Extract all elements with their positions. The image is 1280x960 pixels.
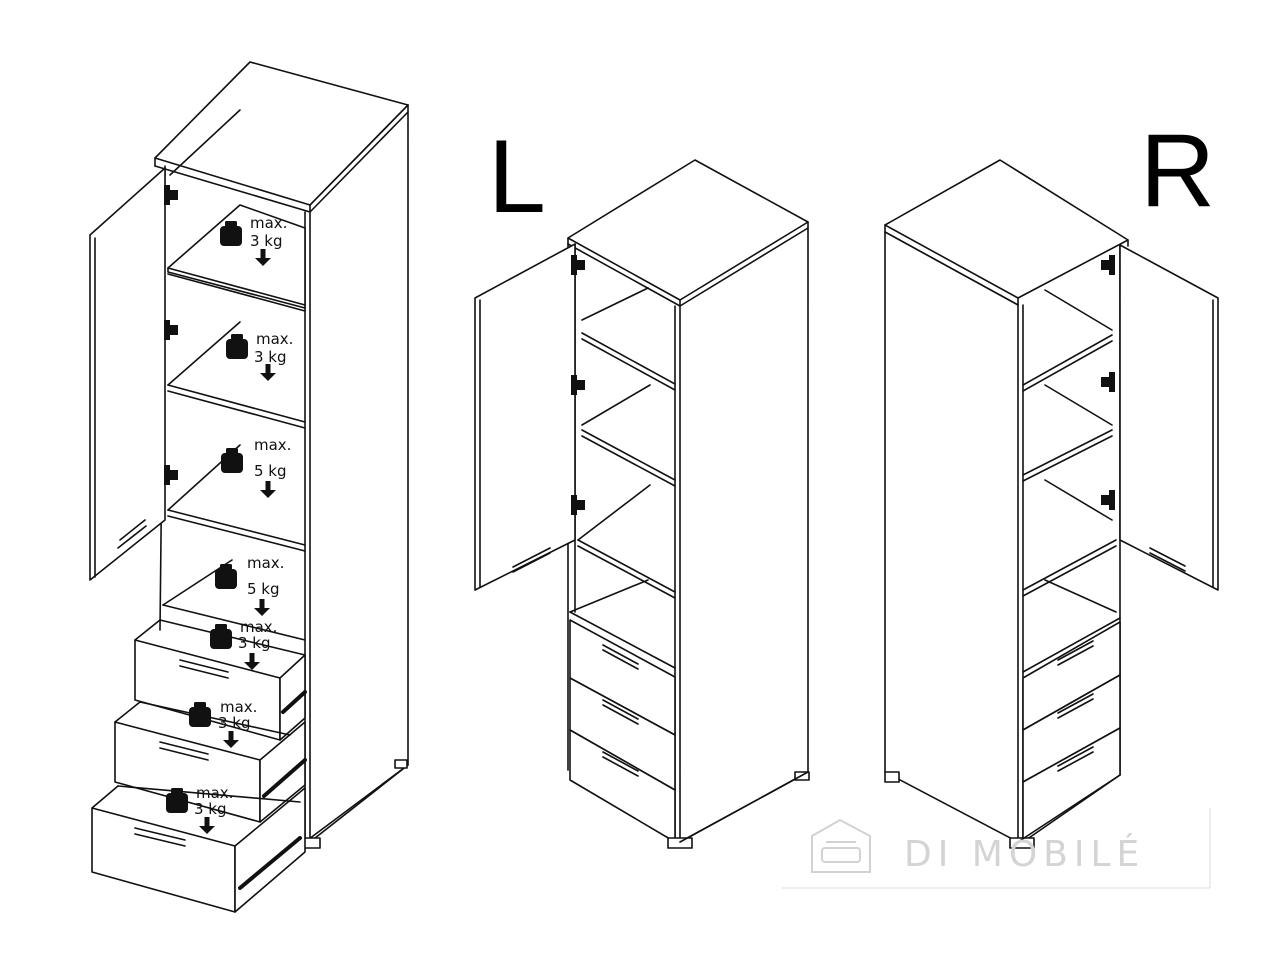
shelf-4-weight: 5 kg — [247, 580, 280, 598]
shelf-4-max: max. — [247, 554, 284, 572]
cabinet-open-detailed — [89, 61, 409, 913]
variant-label-left: L — [488, 119, 546, 235]
drawer-3-weight: 3 kg — [194, 800, 227, 818]
shelf-1-max: max. — [250, 214, 287, 232]
drawer-2-weight: 3 kg — [218, 714, 251, 732]
drawer-3-max: max. — [196, 784, 233, 802]
drawer-2-max: max. — [220, 698, 257, 716]
shelf-1-weight: 3 kg — [250, 232, 283, 250]
shelf-3-weight: 5 kg — [254, 462, 287, 480]
cabinet-right-hinged — [884, 159, 1219, 849]
shelf-2-weight: 3 kg — [254, 348, 287, 366]
cabinet-left-hinged — [474, 159, 810, 849]
shelf-2-max: max. — [256, 330, 293, 348]
variant-label-right: R — [1140, 113, 1215, 229]
shelf-3-max: max. — [254, 436, 291, 454]
load-labels: max. 3 kg max. 3 kg max. 5 kg max. 5 kg … — [194, 214, 293, 818]
watermark: DI MOBILÉ — [782, 808, 1211, 889]
drawer-1-max: max. — [240, 618, 277, 636]
sofa-logo-icon — [811, 818, 871, 873]
drawer-1-weight: 3 kg — [238, 634, 271, 652]
watermark-text: DI MOBILÉ — [904, 833, 1145, 875]
